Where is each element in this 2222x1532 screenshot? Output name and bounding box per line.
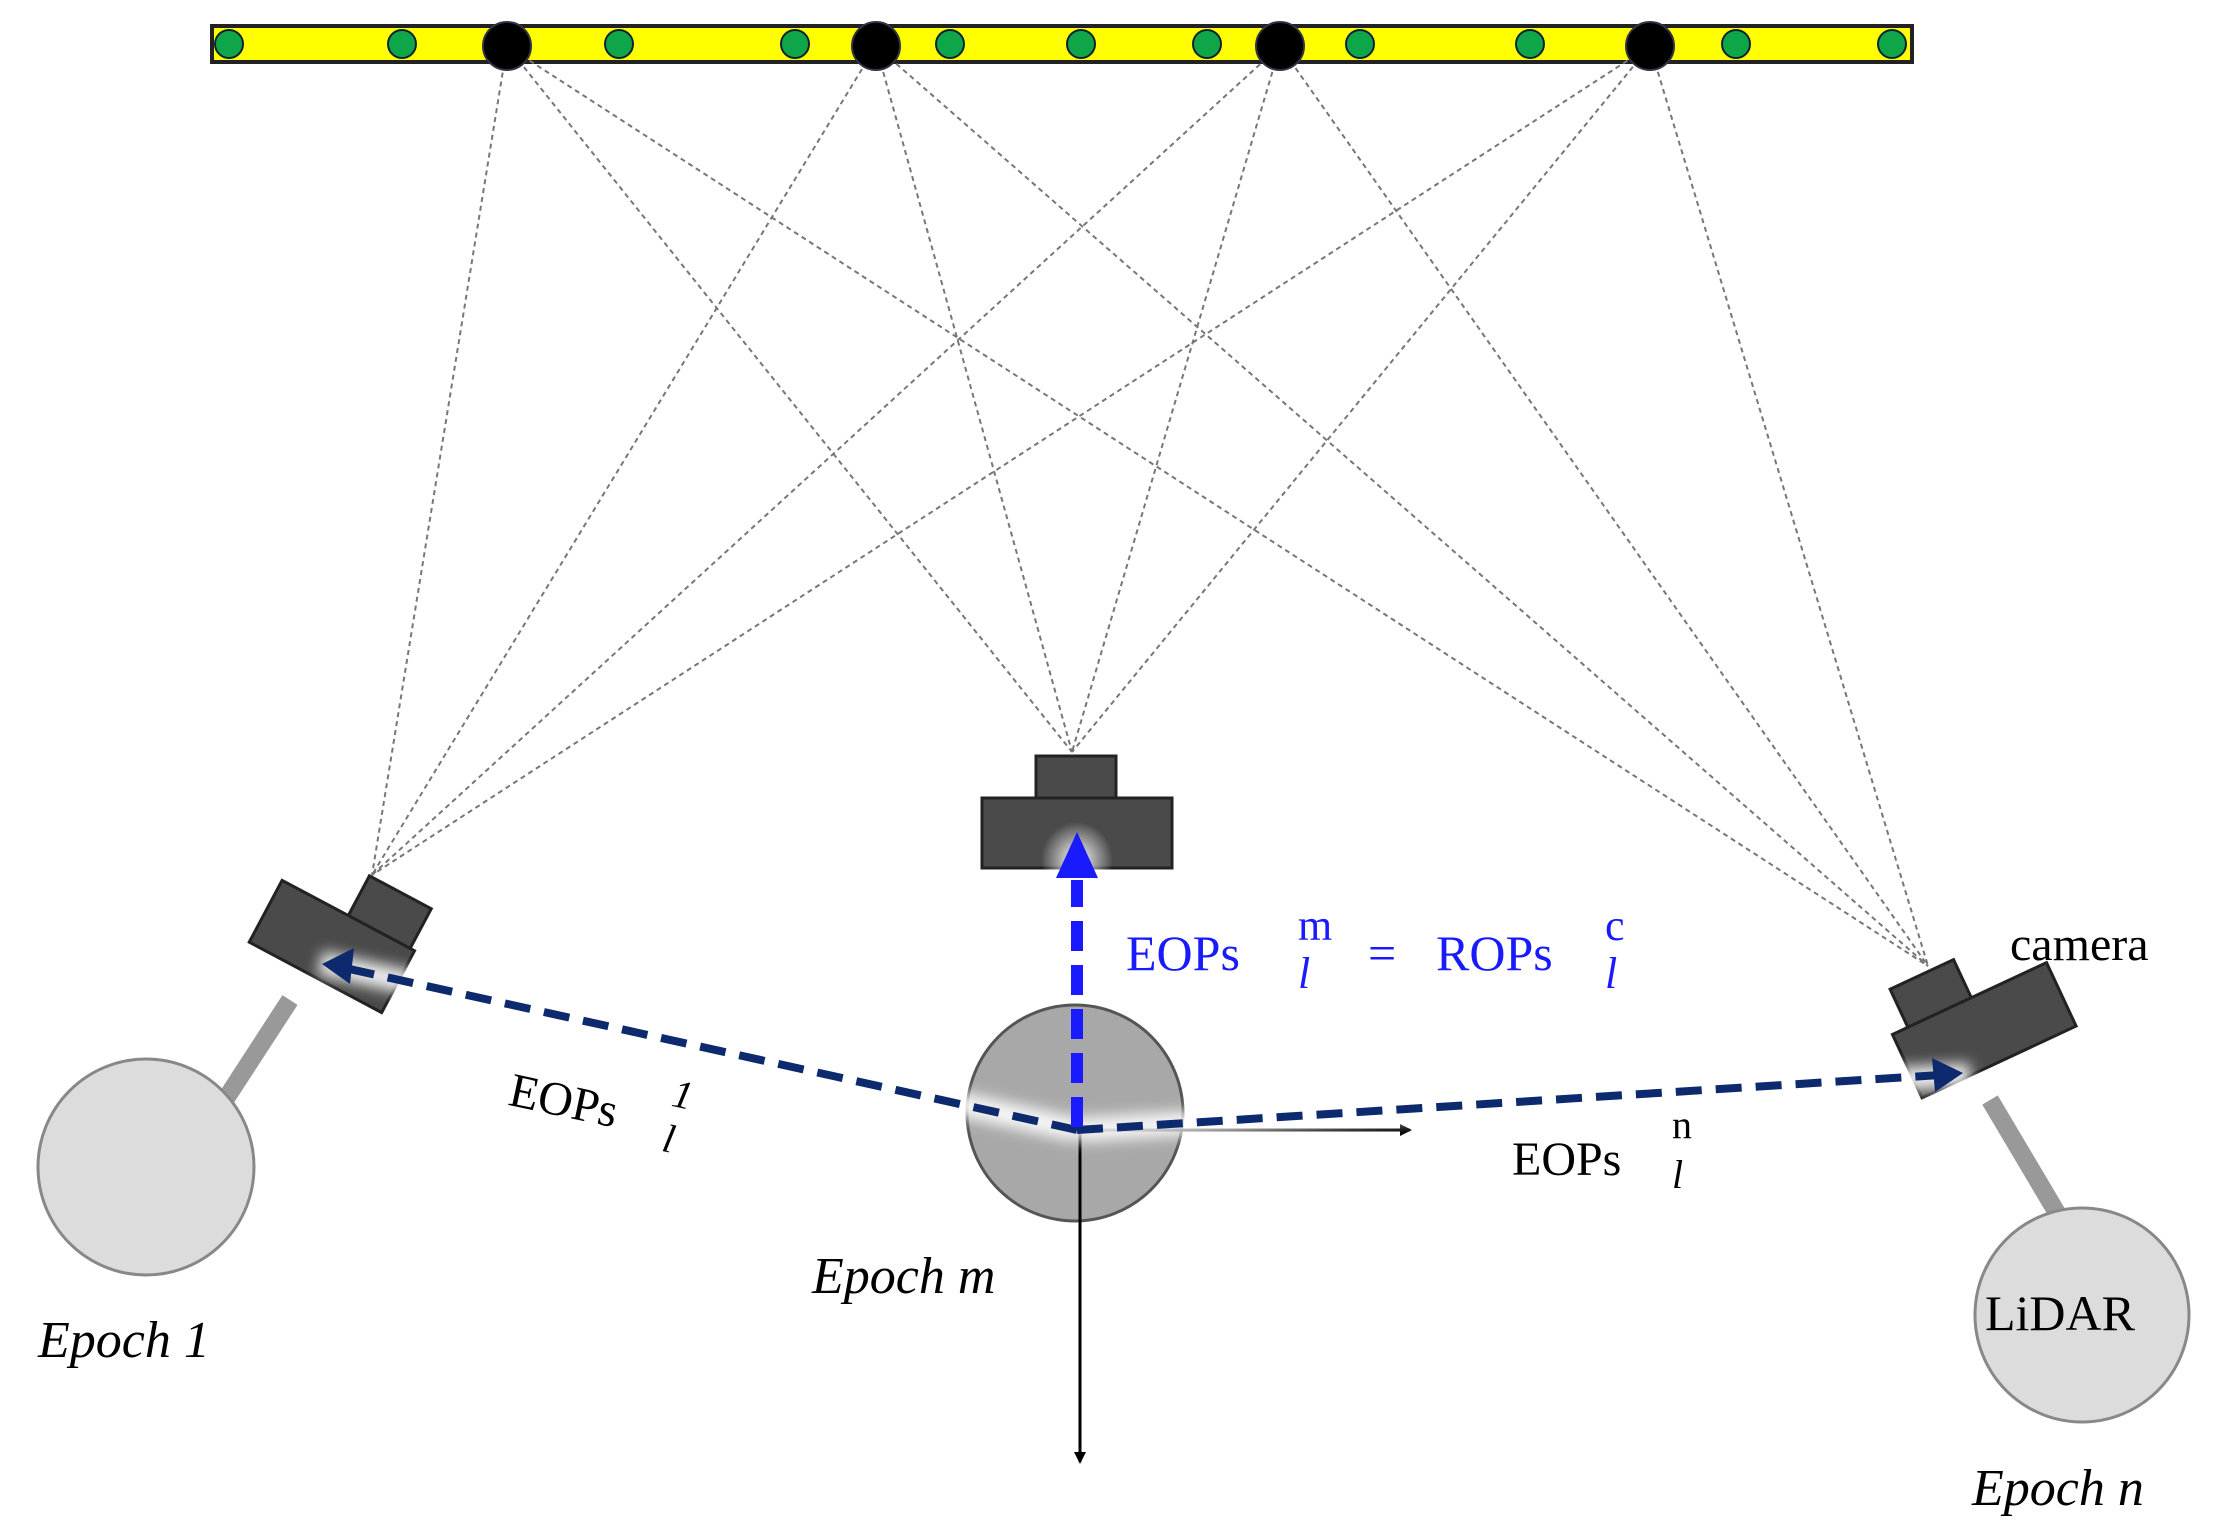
- control-point-icon: [1255, 21, 1305, 71]
- lidar-sensor-icon: [36, 1057, 256, 1277]
- epoch-n-platform: [1888, 957, 2191, 1424]
- eops-1-label: EOPs 1 l: [505, 1064, 698, 1162]
- eops-n-vector: [1076, 1071, 1941, 1134]
- eops-n-label: EOPs n l: [1512, 1102, 1692, 1197]
- control-point-icon: [1625, 21, 1675, 71]
- target-dot-icon: [1877, 29, 1907, 59]
- eops-n-arrowhead: [1932, 1058, 1963, 1092]
- target-dots: [214, 29, 1907, 59]
- control-point-icon: [482, 21, 532, 71]
- target-dot-icon: [935, 29, 965, 59]
- epoch-1-label: Epoch 1: [37, 1312, 210, 1369]
- eops-1-sup: 1: [668, 1070, 697, 1118]
- control-points: [482, 21, 1675, 71]
- eops-1-vector: [344, 964, 1078, 1134]
- epoch-m-platform: [965, 1003, 1412, 1464]
- eq-right-sup: c: [1605, 901, 1625, 950]
- target-dot-icon: [780, 29, 810, 59]
- eops-vectors: [344, 964, 1941, 1134]
- eq-right-sub: l: [1605, 949, 1617, 998]
- eops-1-sub: l: [659, 1115, 679, 1161]
- rops-arrowhead: [1056, 832, 1098, 878]
- control-point-icon: [851, 21, 901, 71]
- lidar-label: LiDAR: [1985, 1285, 2136, 1341]
- epoch-m-label: Epoch m: [811, 1248, 995, 1305]
- lidar-sensor-icon: [1973, 1206, 2191, 1424]
- equation-label: EOPs m l = ROPs c l: [1126, 901, 1625, 998]
- target-dot-icon: [1721, 29, 1751, 59]
- eq-left-base: EOPs: [1126, 925, 1240, 981]
- target-dot-icon: [1192, 29, 1222, 59]
- eops-1-base: EOPs: [505, 1064, 623, 1139]
- observation-rays: [371, 45, 1929, 967]
- target-dot-icon: [1345, 29, 1375, 59]
- mount-arm: [1982, 1095, 2068, 1223]
- eq-right-base: ROPs: [1436, 925, 1553, 981]
- target-dot-icon: [1515, 29, 1545, 59]
- target-dot-icon: [1066, 29, 1096, 59]
- eq-equals: =: [1368, 925, 1396, 981]
- eq-left-sub: l: [1298, 949, 1310, 998]
- epoch-n-label: Epoch n: [1971, 1460, 2144, 1517]
- eops-n-sub: l: [1672, 1152, 1683, 1197]
- eops-n-sup: n: [1672, 1102, 1692, 1147]
- eq-left-sup: m: [1298, 901, 1332, 950]
- eops-n-base: EOPs: [1512, 1133, 1621, 1186]
- target-dot-icon: [604, 29, 634, 59]
- target-dot-icon: [214, 29, 244, 59]
- epoch-1-platform: [36, 873, 434, 1277]
- eops-1-arrowhead: [322, 948, 354, 984]
- camera-label: camera: [2010, 918, 2149, 971]
- target-dot-icon: [387, 29, 417, 59]
